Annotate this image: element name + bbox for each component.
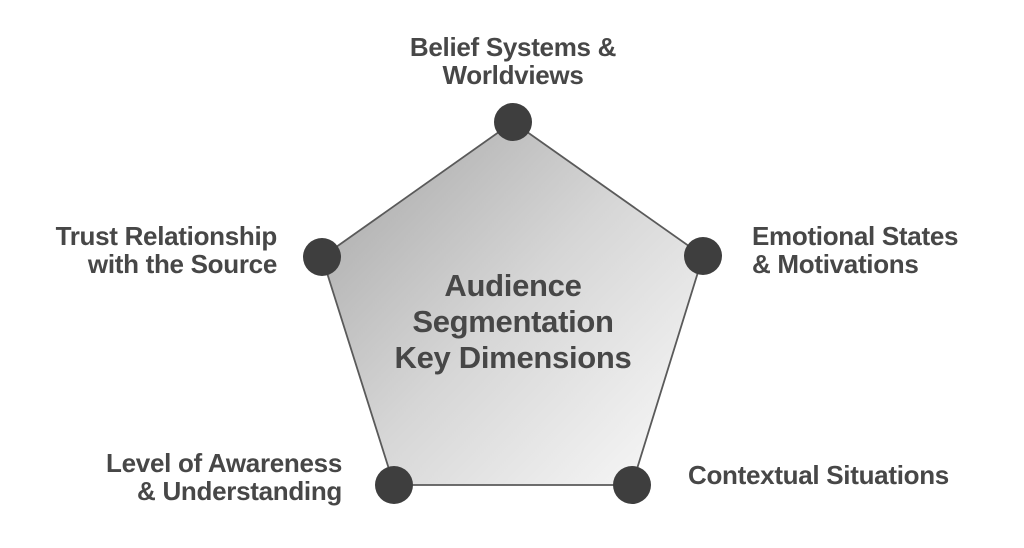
diagram-center-title: Audience Segmentation Key Dimensions — [394, 268, 632, 375]
vertex-dot-trust — [303, 238, 341, 276]
node-label-contextual: Contextual Situations — [688, 460, 949, 490]
vertex-dot-belief — [494, 103, 532, 141]
node-label-trust: Trust Relationship with the Source — [55, 221, 278, 280]
node-label-emotional: Emotional States & Motivations — [752, 221, 959, 280]
vertex-dot-awareness — [375, 466, 413, 504]
node-label-awareness: Level of Awareness & Understanding — [106, 448, 342, 507]
pentagon-polygon — [321, 121, 704, 486]
vertex-dot-contextual — [613, 466, 651, 504]
node-label-belief: Belief Systems & Worldviews — [409, 32, 617, 91]
vertex-dot-emotional — [684, 237, 722, 275]
